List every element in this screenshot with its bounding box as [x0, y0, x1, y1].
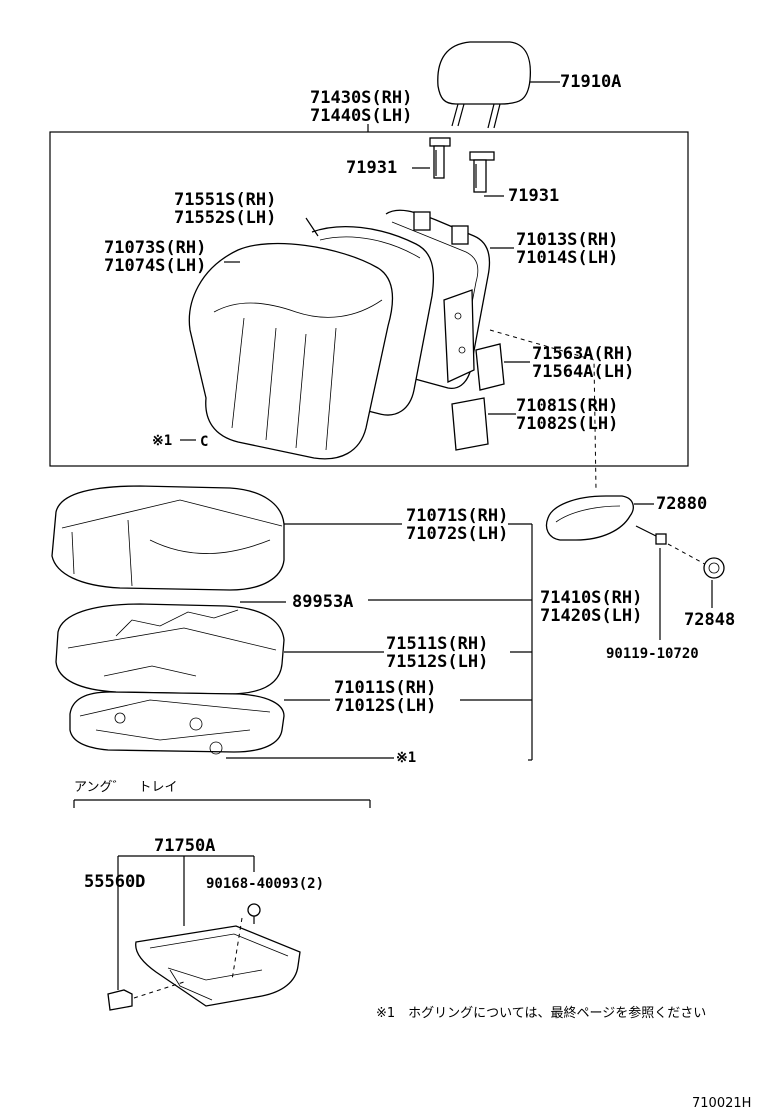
label-71081S: 71081S(RH)	[516, 396, 619, 416]
armrest	[545, 495, 725, 640]
label-72848: 72848	[684, 610, 736, 630]
seat-cushion-cover	[51, 485, 402, 591]
label-71931-right: 71931	[508, 186, 560, 206]
label-89953A: 89953A	[292, 592, 354, 612]
label-71082S: 71082S(LH)	[516, 414, 619, 434]
under-seat-tray	[135, 925, 301, 1007]
label-72880: 72880	[656, 494, 708, 514]
label-71420S: 71420S(LH)	[540, 606, 643, 626]
seatback-cover	[188, 242, 394, 460]
label-71014S: 71014S(LH)	[516, 248, 619, 268]
armrest-cap	[703, 557, 725, 608]
label-71012S: 71012S(LH)	[334, 696, 437, 716]
armrest-bolt	[635, 525, 667, 640]
tray-screw	[231, 903, 261, 981]
label-90119: 90119-10720	[606, 646, 699, 662]
label-71430S: 71430S(RH)	[310, 88, 413, 108]
headrest-support-left	[412, 137, 451, 179]
label-71931-left: 71931	[346, 158, 398, 178]
tray-assembly-bracket	[117, 855, 255, 990]
label-71512S: 71512S(LH)	[386, 652, 489, 672]
hog-ring-note: ※1 ホグリングについては、最終ページを参照ください	[376, 1006, 707, 1021]
hog-ring-mark-bottom: ※1	[396, 750, 417, 766]
headrest	[437, 41, 560, 129]
label-71410S: 71410S(RH)	[540, 588, 643, 608]
label-71072S: 71072S(LH)	[406, 524, 509, 544]
label-71910A: 71910A	[560, 72, 622, 92]
label-55560D: 55560D	[84, 872, 146, 892]
label-71071S: 71071S(RH)	[406, 506, 509, 526]
seat-cushion-pad	[55, 601, 384, 695]
seatback-side-trim	[451, 343, 530, 451]
seat-cushion-assembly-bracket	[368, 523, 533, 761]
hog-ring-symbol-top: C	[200, 434, 209, 450]
label-71511S: 71511S(RH)	[386, 634, 489, 654]
label-71551S: 71551S(RH)	[174, 190, 277, 210]
seatback-assembly-box	[49, 131, 689, 467]
tray-clip	[107, 981, 185, 1011]
label-71073S: 71073S(RH)	[104, 238, 207, 258]
label-71552S: 71552S(LH)	[174, 208, 277, 228]
seat-cushion-frame	[69, 691, 394, 759]
headrest-support-right	[469, 151, 504, 197]
label-71750A: 71750A	[154, 836, 216, 856]
image-code: 710021H	[692, 1096, 752, 1111]
label-71563A: 71563A(RH)	[532, 344, 635, 364]
label-71564A: 71564A(LH)	[532, 362, 635, 382]
label-71013S: 71013S(RH)	[516, 230, 619, 250]
tray-section-label: アング゛ トレイ	[74, 780, 178, 795]
hog-ring-mark-top: ※1	[152, 433, 173, 449]
label-71440S: 71440S(LH)	[310, 106, 413, 126]
label-90168: 90168-40093(2)	[206, 876, 325, 892]
label-71011S: 71011S(RH)	[334, 678, 437, 698]
label-71074S: 71074S(LH)	[104, 256, 207, 276]
